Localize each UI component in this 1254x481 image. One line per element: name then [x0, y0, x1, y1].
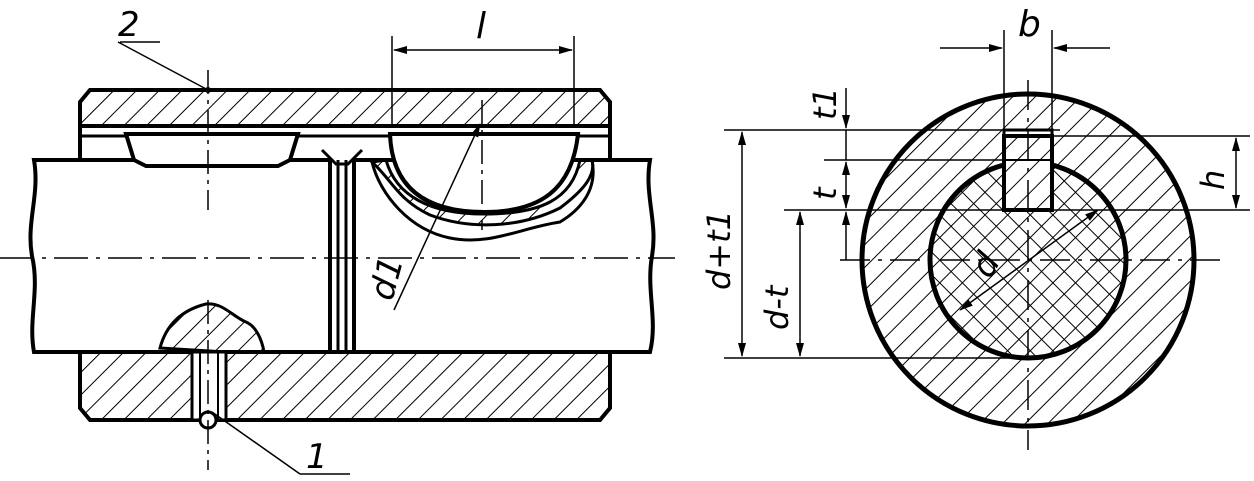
label-part-2: 2: [118, 5, 140, 45]
label-dim-t1: t1: [806, 87, 844, 120]
shaft-breakout: [368, 158, 595, 227]
right-view: [724, 30, 1250, 450]
left-view: [0, 36, 675, 475]
segment-key-left: [123, 132, 301, 168]
sleeve-top-wall: [78, 88, 612, 128]
set-screw: [190, 350, 228, 422]
label-dim-b: b: [1018, 4, 1041, 45]
screw-breakout: [158, 302, 266, 354]
sleeve-bottom-wall: [78, 350, 612, 422]
label-part-1: 1: [306, 437, 328, 477]
segment-key-right: [387, 132, 581, 215]
label-dim-d-plus-t1: d+t1: [700, 210, 738, 290]
label-dim-h: h: [1194, 170, 1232, 190]
left-shaft: [28, 158, 332, 354]
label-dim-l: l: [476, 6, 486, 47]
label-dim-d-minus-t: d-t: [758, 284, 796, 330]
label-dim-t: t: [806, 186, 844, 200]
